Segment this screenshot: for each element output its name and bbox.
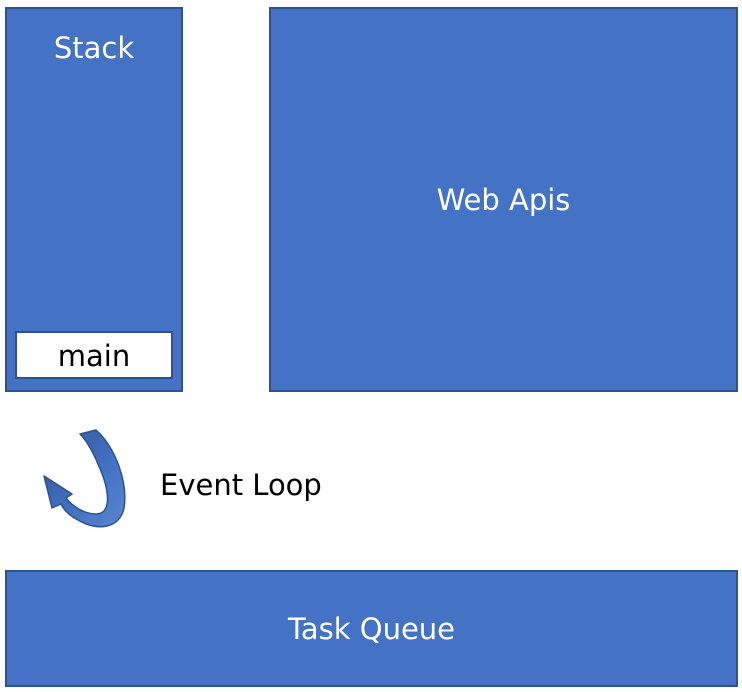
stack-box: Stack main — [5, 7, 183, 392]
stack-title: Stack — [53, 31, 135, 65]
task-queue-title: Task Queue — [287, 612, 456, 646]
event-loop-label: Event Loop — [160, 468, 322, 502]
web-apis-title: Web Apis — [436, 183, 571, 217]
web-apis-box: Web Apis — [269, 7, 738, 392]
main-frame-box: main — [15, 331, 173, 379]
main-frame-label: main — [57, 339, 131, 373]
task-queue-box: Task Queue — [5, 570, 738, 687]
curved-arrow-icon — [43, 429, 126, 528]
